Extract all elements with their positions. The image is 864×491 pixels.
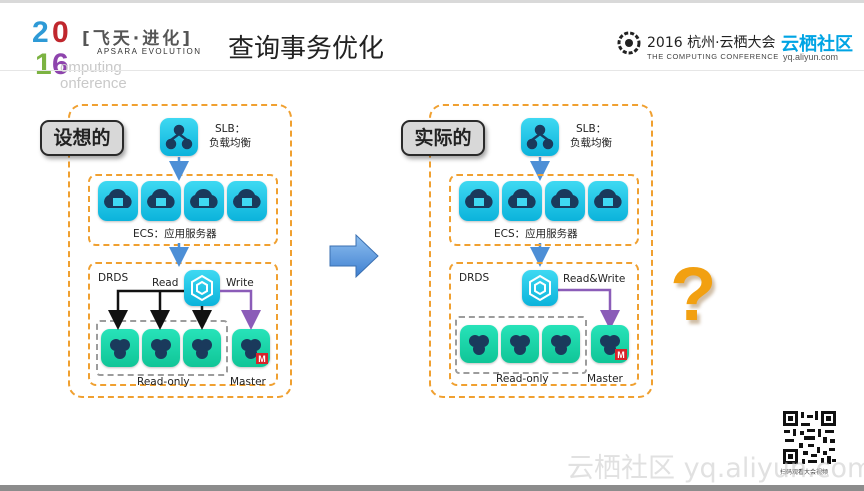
ecs-icon — [98, 181, 138, 221]
qr-caption: 扫码观看大会视频 — [780, 469, 829, 476]
ecs-icon — [459, 181, 499, 221]
computing-conference-ghost-text: omputing onference — [60, 60, 127, 92]
drds-label: DRDS — [98, 272, 129, 284]
conference-year-logo: 2 0 1 6 — [32, 18, 92, 88]
ecs-icon — [545, 181, 585, 221]
right-arrow-icon — [329, 233, 379, 279]
master-label: Master — [587, 373, 623, 385]
read-label: Read — [152, 277, 179, 289]
rds-icon — [142, 329, 180, 367]
readonly-label: Read-only — [137, 376, 190, 388]
rds-icon — [460, 325, 498, 363]
ecs-label: ECS：应用服务器 — [133, 228, 217, 240]
drds-icon — [522, 270, 558, 306]
slb-label-line1: SLB： — [576, 123, 607, 135]
slb-label-line2: 负载均衡 — [209, 137, 251, 149]
yunqi-community-logo: 云栖社区 — [781, 34, 853, 55]
ghost-line-2: onference — [60, 75, 127, 92]
qr-code-icon — [781, 409, 838, 466]
header-divider — [0, 70, 864, 71]
drds-group — [449, 262, 639, 386]
slb-label-line2: 负载均衡 — [570, 137, 612, 149]
question-mark: ? — [670, 252, 717, 337]
drds-icon — [184, 270, 220, 306]
write-label: Write — [226, 277, 254, 289]
ecs-icon — [502, 181, 542, 221]
conference-logo-icon — [617, 31, 641, 55]
rds-icon — [183, 329, 221, 367]
svg-text:M: M — [617, 350, 625, 360]
year-digit-1: 1 — [35, 48, 52, 81]
page-title: 查询事务优化 — [228, 34, 385, 64]
conference-year-city: 2016 杭州·云栖大会 — [647, 35, 776, 51]
year-digit-2: 2 — [32, 16, 49, 49]
ecs-label: ECS：应用服务器 — [494, 228, 578, 240]
right-panel — [429, 104, 653, 398]
readonly-label: Read-only — [496, 373, 549, 385]
mysql-master-icon: M — [232, 329, 270, 367]
slb-label-line1: SLB： — [215, 123, 246, 135]
left-panel-tag: 设想的 — [40, 120, 124, 156]
readwrite-label: Read&Write — [563, 273, 626, 285]
master-label: Master — [230, 376, 266, 388]
brand-en: APSARA EVOLUTION — [97, 47, 202, 56]
year-digit-6: 6 — [52, 48, 69, 81]
svg-text:M: M — [258, 354, 266, 364]
right-panel-tag: 实际的 — [401, 120, 485, 156]
ecs-icon — [141, 181, 181, 221]
slb-icon — [160, 118, 198, 156]
rds-icon — [101, 329, 139, 367]
left-panel — [68, 104, 292, 398]
ecs-icon — [588, 181, 628, 221]
brand-cn: [飞天·进化] — [82, 29, 193, 49]
ecs-icon — [227, 181, 267, 221]
conference-en: THE COMPUTING CONFERENCE — [647, 52, 779, 61]
bottom-border — [0, 485, 864, 491]
readonly-group — [455, 316, 587, 374]
rds-icon — [501, 325, 539, 363]
top-border — [0, 0, 864, 3]
yunqi-url: yq.aliyun.com — [783, 52, 839, 62]
ecs-icon — [184, 181, 224, 221]
mysql-master-icon: M — [591, 325, 629, 363]
slb-icon — [521, 118, 559, 156]
drds-label: DRDS — [459, 272, 490, 284]
rds-icon — [542, 325, 580, 363]
watermark: 云栖社区 yq.aliyun.com — [567, 453, 864, 484]
year-digit-0: 0 — [52, 16, 69, 49]
ecs-group — [449, 174, 639, 246]
ghost-line-1: omputing — [60, 59, 122, 76]
